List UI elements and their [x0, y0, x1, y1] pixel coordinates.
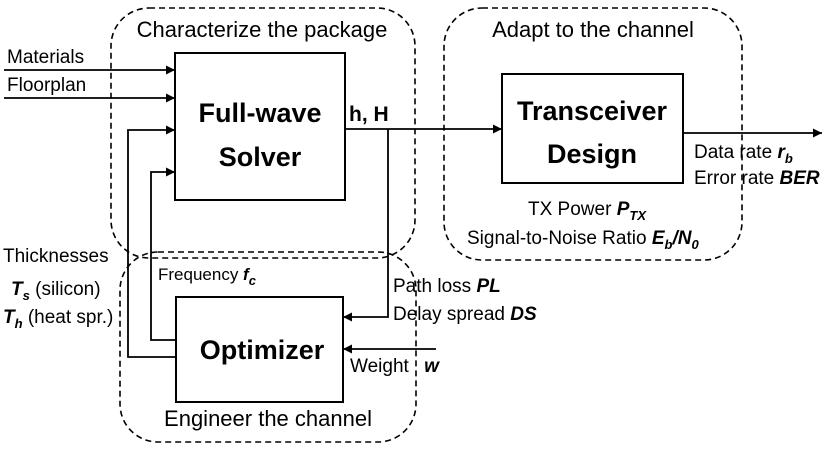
- floorplan-label: Floorplan: [7, 75, 86, 96]
- optimizer-title: Optimizer: [200, 335, 325, 365]
- transceiver-title-line1: Transceiver: [517, 96, 668, 126]
- channel-output-label: h, H: [349, 103, 389, 126]
- solver-box: [174, 52, 346, 201]
- path-loss-label: Path loss PL: [393, 276, 501, 297]
- weight-label: Weight w: [350, 356, 440, 377]
- transceiver-title-line2: Design: [547, 139, 637, 169]
- data-rate-label: Data rate rb: [694, 142, 793, 166]
- feedback-line-to-optimizer: [343, 129, 389, 322]
- solver-title-line2: Solver: [219, 142, 302, 172]
- th-label: Th (heat spr.): [3, 307, 113, 331]
- snr-label: Signal-to-Noise Ratio Eb/N0: [467, 228, 699, 252]
- optimizer-box: [175, 296, 344, 403]
- materials-label: Materials: [7, 47, 84, 68]
- engineer-title: Engineer the channel: [164, 406, 372, 431]
- solver-title-line1: Full-wave: [198, 98, 321, 128]
- error-rate-label: Error rate BER: [694, 168, 820, 189]
- adapt-region: [443, 7, 743, 261]
- frequency-loop: [150, 167, 176, 341]
- characterize-title: Characterize the package: [137, 17, 388, 42]
- thickness-loop: [127, 125, 176, 358]
- ts-label: Ts (silicon): [11, 279, 101, 303]
- frequency-label: Frequency fc: [158, 265, 257, 288]
- characterize-region: [110, 7, 416, 259]
- thicknesses-label: Thicknesses: [3, 246, 109, 267]
- delay-spread-label: Delay spread DS: [393, 304, 537, 325]
- tx-power-label: TX Power PTX: [528, 199, 647, 223]
- transceiver-box: [501, 73, 684, 184]
- adapt-title: Adapt to the channel: [492, 17, 694, 42]
- engineer-region: [119, 251, 417, 443]
